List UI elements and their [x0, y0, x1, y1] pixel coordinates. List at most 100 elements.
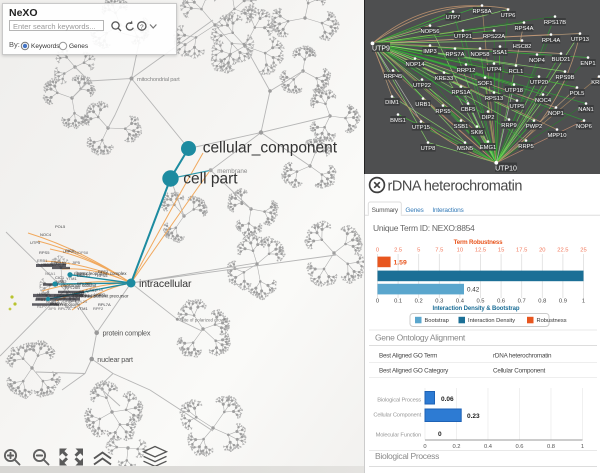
svg-text:UTP6: UTP6 [501, 13, 516, 19]
svg-text:UTP8: UTP8 [421, 146, 436, 152]
svg-text:0.7: 0.7 [518, 299, 526, 305]
svg-text:Bootstrap: Bootstrap [425, 318, 449, 324]
svg-text:Term Robustness: Term Robustness [454, 239, 504, 246]
svg-text:0.4: 0.4 [484, 444, 493, 450]
svg-text:7.5: 7.5 [435, 248, 443, 254]
svg-text:UTP22: UTP22 [413, 83, 431, 89]
svg-text:UTP7: UTP7 [446, 15, 461, 21]
svg-text:SOF1: SOF1 [477, 81, 492, 87]
svg-text:NOP4: NOP4 [529, 58, 546, 64]
svg-text:RPS5: RPS5 [435, 109, 450, 115]
svg-text:MPP10: MPP10 [547, 133, 566, 139]
svg-text:RRP9: RRP9 [501, 123, 516, 129]
svg-text:0: 0 [423, 444, 426, 450]
svg-text:NOP58: NOP58 [75, 250, 89, 255]
svg-text:0.6: 0.6 [497, 299, 505, 305]
svg-text:RPS1A: RPS1A [90, 287, 103, 292]
svg-text:UTP21: UTP21 [454, 34, 472, 40]
svg-text:Biological Process: Biological Process [377, 398, 421, 404]
svg-text:0.9: 0.9 [559, 299, 567, 305]
svg-text:HSC82: HSC82 [513, 44, 532, 50]
svg-text:DIM1: DIM1 [385, 100, 399, 106]
svg-text:0.23: 0.23 [467, 413, 480, 420]
svg-text:SSF1: SSF1 [79, 289, 90, 294]
svg-text:NOP6: NOP6 [576, 124, 592, 130]
svg-text:20: 20 [539, 248, 545, 254]
svg-text:1: 1 [582, 299, 585, 305]
svg-text:RPL7A: RPL7A [58, 306, 71, 311]
svg-text:RPF2: RPF2 [93, 306, 104, 311]
svg-text:CBF5: CBF5 [461, 107, 476, 113]
svg-text:0.6: 0.6 [515, 444, 523, 450]
svg-text:JIP5: JIP5 [72, 260, 81, 265]
svg-text:RPS7A: RPS7A [445, 52, 464, 58]
svg-text:NAN1: NAN1 [578, 107, 593, 113]
svg-text:RPS1A: RPS1A [451, 90, 470, 96]
svg-text:EMG1: EMG1 [480, 145, 496, 151]
svg-text:BMS1: BMS1 [390, 118, 406, 124]
svg-text:RPL26B: RPL26B [65, 285, 80, 290]
svg-text:RPF2: RPF2 [98, 269, 109, 274]
svg-text:NOC4: NOC4 [535, 98, 552, 104]
svg-text:ribonucleoprotein complex: ribonucleoprotein complex [74, 271, 127, 276]
svg-text:1.59: 1.59 [394, 260, 407, 267]
svg-text:RPL26B: RPL26B [77, 281, 92, 286]
svg-text:HAS1: HAS1 [39, 291, 50, 296]
svg-text:DIP2: DIP2 [482, 115, 495, 121]
svg-text:Interaction Density: Interaction Density [468, 318, 515, 324]
svg-text:NSA2: NSA2 [56, 279, 67, 284]
svg-text:MAK11: MAK11 [72, 291, 86, 296]
svg-text:0.2: 0.2 [452, 444, 460, 450]
svg-text:90S preribosome: 90S preribosome [50, 302, 81, 307]
svg-text:CIC1: CIC1 [65, 248, 75, 253]
svg-text:cellular_component: cellular_component [203, 139, 338, 156]
svg-text:mitochondrial part: mitochondrial part [137, 77, 180, 83]
svg-text:ENP1: ENP1 [580, 61, 595, 67]
svg-text:MSN5: MSN5 [457, 146, 473, 152]
svg-text:POL5: POL5 [570, 91, 585, 97]
svg-text:RPS22A: RPS22A [483, 34, 505, 40]
svg-text:Molecular Function: Molecular Function [376, 433, 421, 439]
svg-text:UTP22: UTP22 [63, 249, 76, 254]
svg-text:SSB1: SSB1 [454, 124, 469, 130]
svg-text:Best Aligned GO Category: Best Aligned GO Category [379, 368, 449, 375]
svg-text:5: 5 [417, 248, 420, 254]
svg-text:ERB1: ERB1 [37, 258, 48, 263]
svg-text:SSA1: SSA1 [493, 50, 508, 56]
svg-text:RPL25: RPL25 [75, 299, 88, 304]
svg-text:22.5: 22.5 [557, 248, 568, 254]
svg-text:RPS17B: RPS17B [544, 20, 566, 26]
svg-text:UTP5: UTP5 [510, 104, 525, 110]
svg-text:KRR1: KRR1 [591, 80, 600, 86]
svg-text:RPS5: RPS5 [97, 273, 108, 278]
svg-text:UTP13: UTP13 [571, 37, 589, 43]
svg-text:DBP10: DBP10 [77, 273, 90, 278]
svg-text:protein complex: protein complex [103, 329, 151, 338]
svg-text:NOP7: NOP7 [94, 292, 106, 297]
svg-text:CIC1: CIC1 [55, 275, 65, 280]
svg-text:RPF2: RPF2 [85, 294, 96, 299]
svg-text:1: 1 [581, 444, 584, 450]
svg-text:RPL4A: RPL4A [542, 38, 561, 44]
svg-text:RRP12: RRP12 [457, 68, 476, 74]
svg-text:POL5: POL5 [55, 224, 66, 229]
svg-text:rDNA heterochromatin: rDNA heterochromatin [388, 179, 523, 195]
svg-text:0: 0 [376, 248, 379, 254]
svg-text:YTM1: YTM1 [66, 276, 77, 281]
svg-text:Genes: Genes [405, 207, 424, 214]
svg-text:ribosomal subunit: ribosomal subunit [61, 283, 97, 288]
svg-text:RPS5: RPS5 [56, 261, 67, 266]
svg-text:NOC2: NOC2 [65, 304, 77, 309]
svg-text:UTP4: UTP4 [487, 67, 503, 73]
svg-text:0: 0 [438, 431, 442, 438]
svg-text:RLP7: RLP7 [37, 304, 48, 309]
svg-text:YTM1: YTM1 [77, 306, 88, 311]
svg-text:0.06: 0.06 [441, 396, 454, 403]
svg-text:RRP5: RRP5 [518, 144, 533, 150]
svg-text:URB1: URB1 [415, 102, 430, 108]
svg-text:ERB1: ERB1 [82, 293, 93, 298]
svg-text:DRS1: DRS1 [86, 288, 97, 293]
svg-text:membrane: membrane [217, 168, 248, 175]
svg-text:NSA1: NSA1 [45, 271, 56, 276]
svg-text:Interactions: Interactions [432, 207, 464, 214]
